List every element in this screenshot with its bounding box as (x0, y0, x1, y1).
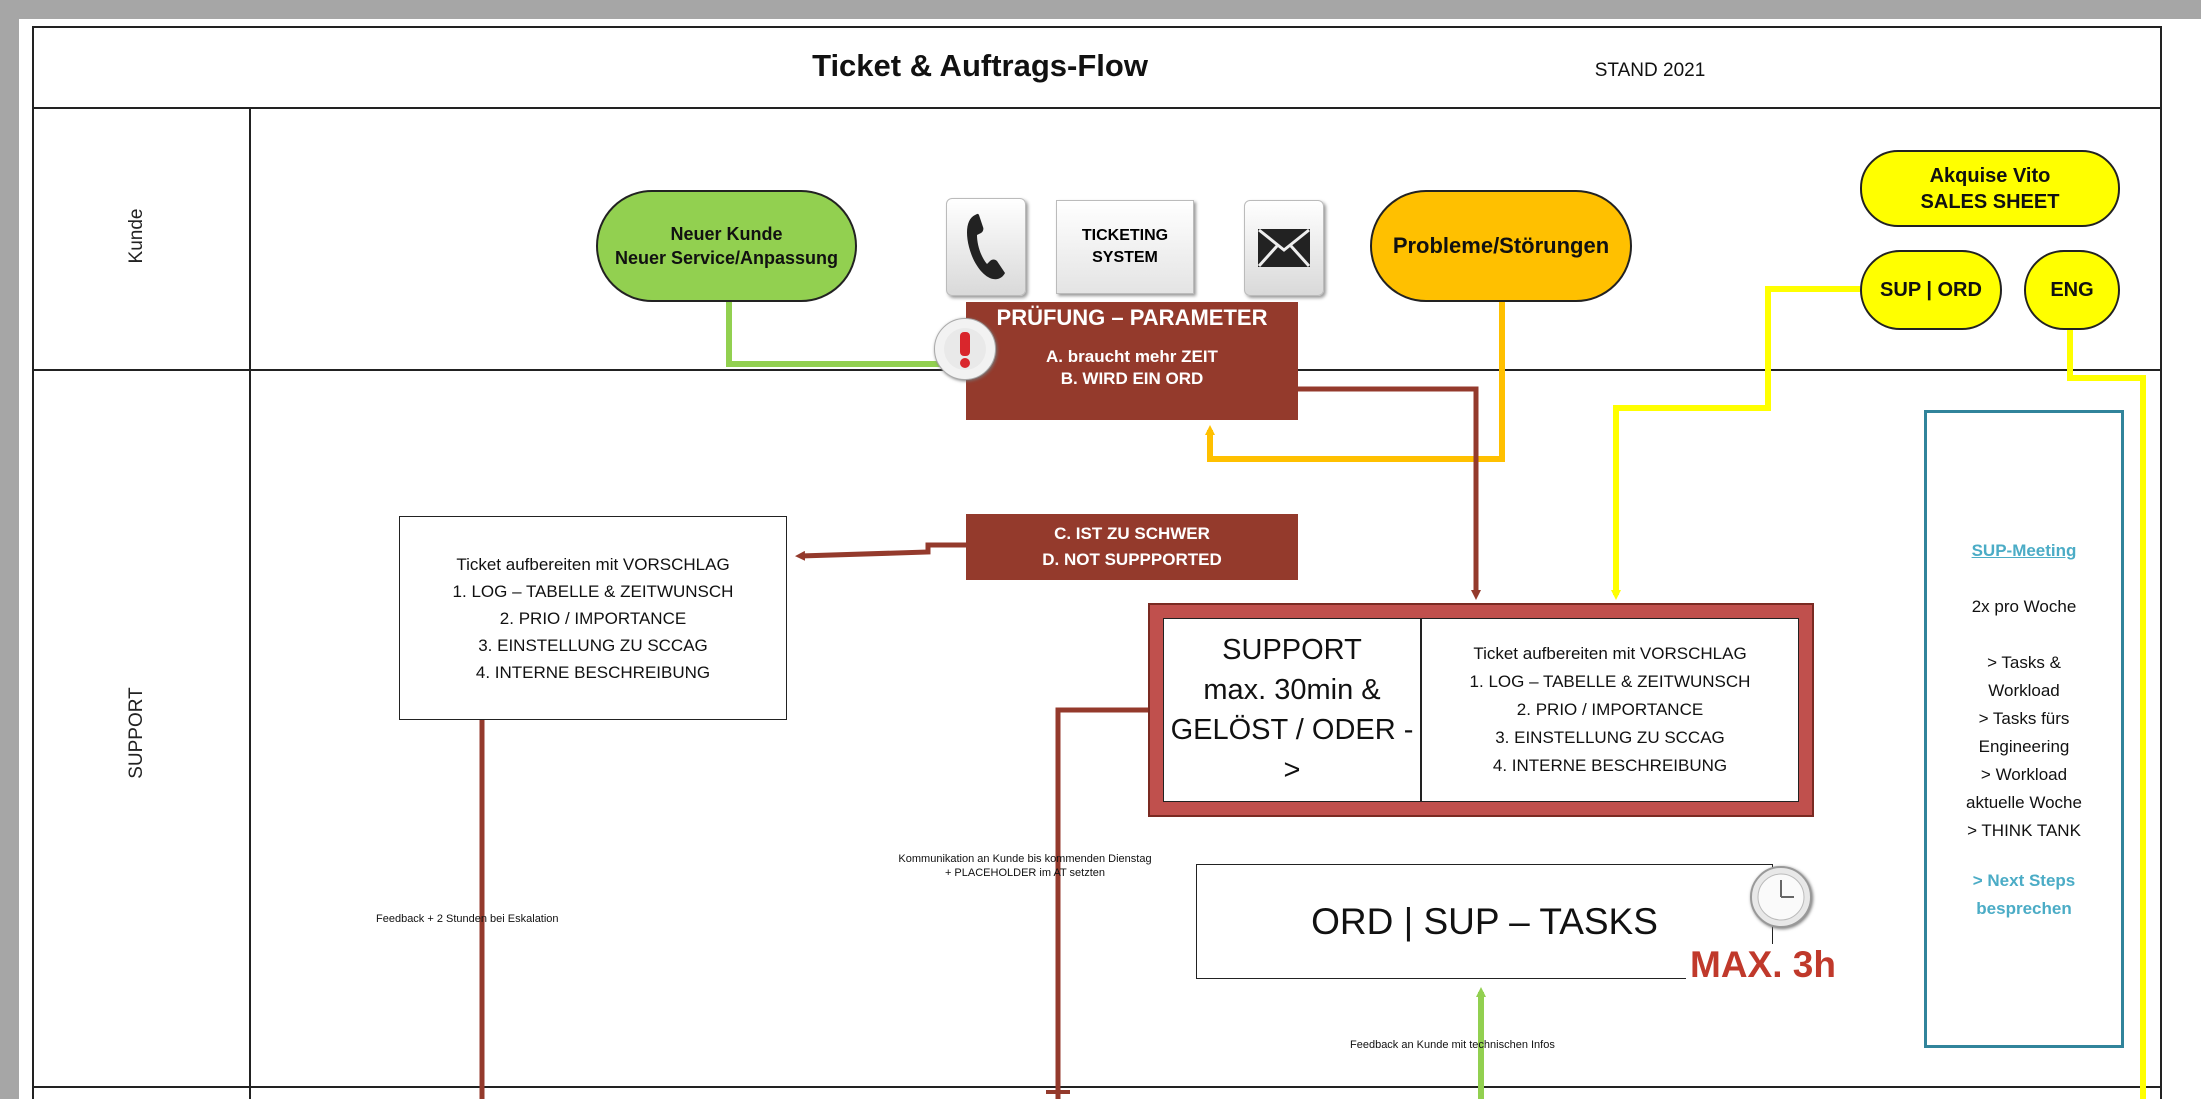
pruefung-a: A. braucht mehr ZEIT (1046, 347, 1218, 366)
ticketing-line1: TICKETING (1081, 227, 1169, 244)
meeting-next-1: > Next Steps (1972, 871, 2076, 890)
pruefung-title: PRÜFUNG – PARAMETER (996, 305, 1268, 330)
note-kommunikation-line2: + PLACEHOLDER im AT setzten (944, 867, 1106, 879)
support-line2: max. 30min & (1203, 674, 1381, 706)
header-divider (32, 107, 2162, 109)
support-line1: SUPPORT (1222, 634, 1362, 666)
connector-red-pruefung-support (1298, 386, 1481, 600)
note-feedback-eskalation: Feedback + 2 Stunden bei Eskalation (376, 913, 559, 925)
neuer-kunde-line2: Neuer Service/Anpassung (614, 248, 839, 268)
connector-yellow-eng (2067, 330, 2146, 1099)
meeting-item-7: > THINK TANK (1967, 821, 2081, 840)
ticket-left-line2: 1. LOG – TABELLE & ZEITWUNSCH (452, 581, 734, 601)
pruefung-parameter-box: PRÜFUNG – PARAMETER A. braucht mehr ZEIT… (966, 302, 1298, 420)
connector-orange-probleme (1205, 302, 1505, 462)
meeting-frequency: 2x pro Woche (1971, 597, 2077, 616)
ticket-right-line2: 1. LOG – TABELLE & ZEITWUNSCH (1469, 672, 1751, 691)
note-feedback-tech: Feedback an Kunde mit technischen Infos (1350, 1039, 1555, 1051)
warning-icon (934, 318, 996, 380)
clock-icon (1750, 866, 1812, 928)
neuer-kunde-line1: Neuer Kunde (670, 224, 783, 244)
viewer-left-bar (0, 0, 19, 1099)
connector-red-schwer-ticket (795, 542, 966, 561)
ticket-left-line3: 2. PRIO / IMPORTANCE (499, 608, 687, 628)
pruefung-b: B. WIRD EIN ORD (1060, 369, 1204, 388)
meeting-item-5: > Workload (1980, 765, 2068, 784)
support-line3: GELÖST / ODER -> (1170, 714, 1414, 786)
probleme-node: Probleme/Störungen (1370, 190, 1632, 302)
schwer-c: C. IST ZU SCHWER (1054, 524, 1210, 543)
ticket-right-box: Ticket aufbereiten mit VORSCHLAG 1. LOG … (1421, 618, 1799, 802)
ticket-left-line1: Ticket aufbereiten mit VORSCHLAG (456, 554, 730, 574)
eng-node: ENG (2024, 250, 2120, 330)
note-kommunikation: Kommunikation an Kunde bis kommenden Die… (864, 852, 1186, 880)
ticket-left-box: Ticket aufbereiten mit VORSCHLAG 1. LOG … (399, 516, 787, 720)
stand-label: STAND 2021 (1594, 60, 1706, 81)
connector-yellow-sup-ord (1611, 286, 1860, 600)
page-title: Ticket & Auftrags-Flow (812, 48, 1148, 83)
sup-ord-node: SUP | ORD (1860, 250, 2002, 330)
ticket-right-line3: 2. PRIO / IMPORTANCE (1516, 700, 1704, 719)
neuer-kunde-node: Neuer Kunde Neuer Service/Anpassung (596, 190, 857, 302)
ticket-left-line4: 3. EINSTELLUNG ZU SCCAG (478, 635, 708, 655)
schwer-d: D. NOT SUPPPORTED (1042, 550, 1222, 569)
lane-label-column-divider (249, 107, 251, 1099)
ticket-left-line5: 4. INTERNE BESCHREIBUNG (475, 662, 711, 682)
ticket-right-line5: 4. INTERNE BESCHREIBUNG (1492, 756, 1728, 775)
lane-divider-bottom (32, 1086, 2162, 1088)
support-box: SUPPORT max. 30min & GELÖST / ODER -> (1163, 618, 1421, 802)
ticket-right-line4: 3. EINSTELLUNG ZU SCCAG (1495, 728, 1725, 747)
ticket-right-line1: Ticket aufbereiten mit VORSCHLAG (1473, 644, 1747, 663)
connector-green-neuer-kunde (726, 302, 943, 367)
meeting-item-3: > Tasks fürs (1978, 709, 2070, 728)
tasks-max-label: MAX. 3h (1686, 944, 1840, 986)
ticketing-system-node: TICKETING SYSTEM (1056, 200, 1194, 294)
connector-red-support-down (1055, 707, 1148, 1099)
viewer-top-bar (0, 0, 2201, 19)
sup-meeting-box: SUP-Meeting 2x pro Woche > Tasks & Workl… (1924, 410, 2124, 1048)
ticketing-line2: SYSTEM (1092, 249, 1158, 266)
meeting-item-1: > Tasks & (1987, 653, 2061, 672)
meeting-item-6: aktuelle Woche (1966, 793, 2082, 812)
meeting-item-2: Workload (1988, 681, 2060, 700)
meeting-title: SUP-Meeting (1971, 541, 2077, 560)
meeting-next-2: besprechen (1976, 899, 2072, 918)
meeting-item-4: Engineering (1978, 737, 2070, 756)
note-kommunikation-line1: Kommunikation an Kunde bis kommenden Die… (898, 853, 1152, 865)
akquise-line2: SALES SHEET (1920, 190, 2060, 213)
envelope-icon (1244, 200, 1324, 296)
schwer-box: C. IST ZU SCHWER D. NOT SUPPPORTED (966, 514, 1298, 580)
phone-icon (946, 198, 1026, 296)
tasks-box: ORD | SUP – TASKS (1196, 864, 1773, 979)
akquise-node: Akquise Vito SALES SHEET (1860, 150, 2120, 227)
akquise-line1: Akquise Vito (1929, 164, 2051, 187)
